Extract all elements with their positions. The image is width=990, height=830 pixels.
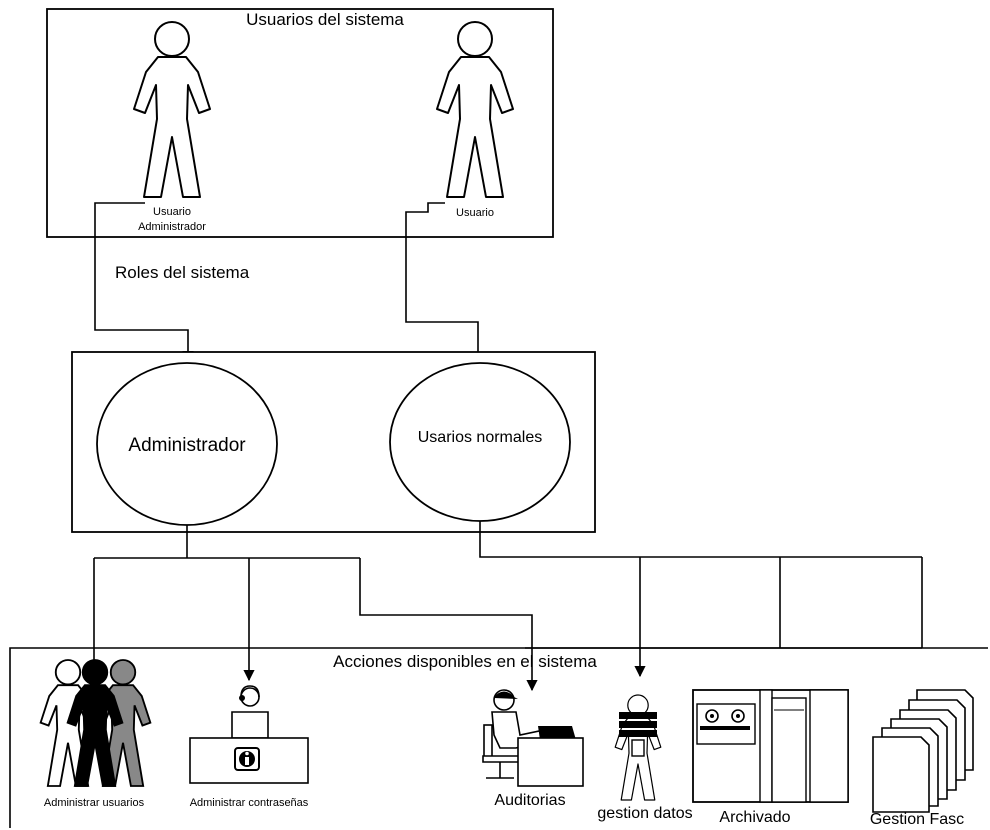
user-to-role-connector [405, 202, 484, 367]
manage-passwords-action: Administrar contraseñas [189, 685, 309, 809]
archiving-label: Archivado [719, 809, 790, 826]
admin-to-role-connector [94, 202, 194, 363]
data-management-action: gestion datos [597, 694, 693, 822]
file-management-action: Gestion Fasc [870, 689, 974, 828]
admin-actor-label-line1: Usuario [153, 206, 191, 218]
documents-stack-icon [872, 689, 974, 813]
file-management-label: Gestion Fasc [870, 811, 964, 828]
users-box-title: Usuarios del sistema [246, 10, 404, 29]
admin-role-label: Administrador [128, 435, 246, 456]
archiving-action: Archivado [692, 689, 849, 826]
users-group-icon [39, 659, 152, 787]
normal-role-label: Usarios normales [418, 429, 542, 446]
data-management-label: gestion datos [597, 805, 692, 822]
actions-box: Acciones disponibles en el sistema [9, 647, 988, 828]
normal-user-actor: Usuario [436, 21, 514, 219]
roles-box: Administrador Usarios normales [71, 351, 596, 533]
actions-box-title: Acciones disponibles en el sistema [333, 652, 597, 671]
auditor-desk-icon [482, 689, 584, 787]
tape-storage-icon [692, 689, 849, 803]
admin-user-actor: Usuario Administrador [133, 21, 211, 233]
manage-users-label: Administrar usuarios [44, 797, 145, 809]
audits-label: Auditorias [494, 792, 565, 809]
data-carrier-icon [614, 694, 662, 801]
user-actor-label: Usuario [456, 207, 494, 219]
manage-passwords-label: Administrar contraseñas [190, 797, 309, 809]
manage-users-action: Administrar usuarios [39, 659, 152, 809]
roles-label: Roles del sistema [115, 263, 250, 282]
admin-actor-label-line2: Administrador [138, 221, 206, 233]
help-desk-icon [189, 685, 309, 784]
audits-action: Auditorias [482, 689, 584, 809]
